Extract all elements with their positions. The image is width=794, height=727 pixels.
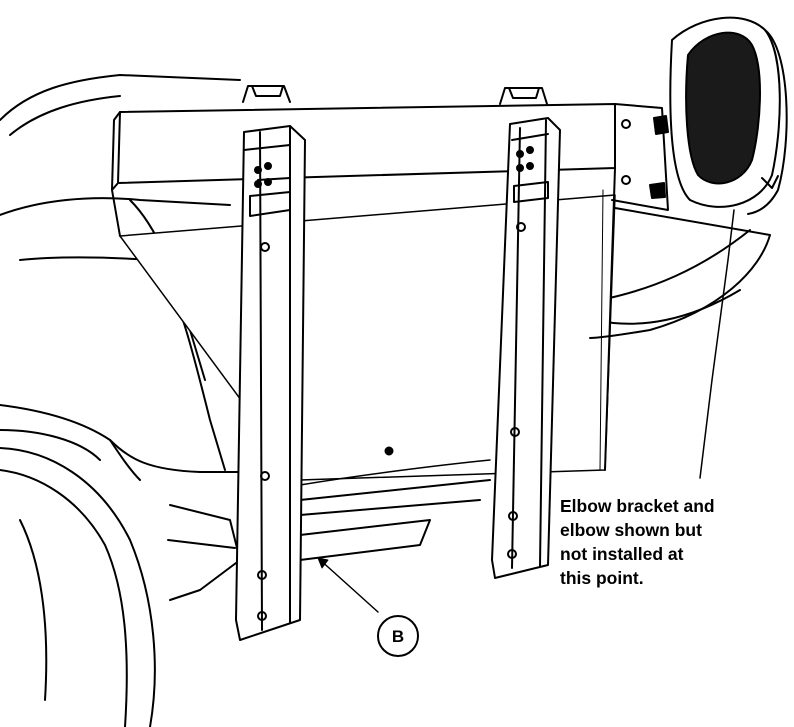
tire (0, 447, 241, 727)
elbow-note-line-2: elbow shown but (560, 520, 702, 540)
callout-b: B (377, 615, 419, 657)
elbow-note-line-1: Elbow bracket and (560, 496, 715, 516)
elbow-note-line-3: not installed at (560, 544, 684, 564)
right-mounting-channel (491, 117, 561, 579)
left-mounting-channel (235, 125, 306, 641)
end-bracket (611, 103, 669, 211)
hinge-clips (242, 85, 548, 105)
elbow-note-line-4: this point. (560, 568, 644, 588)
callout-b-label: B (392, 627, 404, 646)
leader-lines (317, 209, 735, 613)
discharge-elbow (589, 16, 788, 339)
elbow-note: Elbow bracket and elbow shown but not in… (560, 494, 792, 590)
